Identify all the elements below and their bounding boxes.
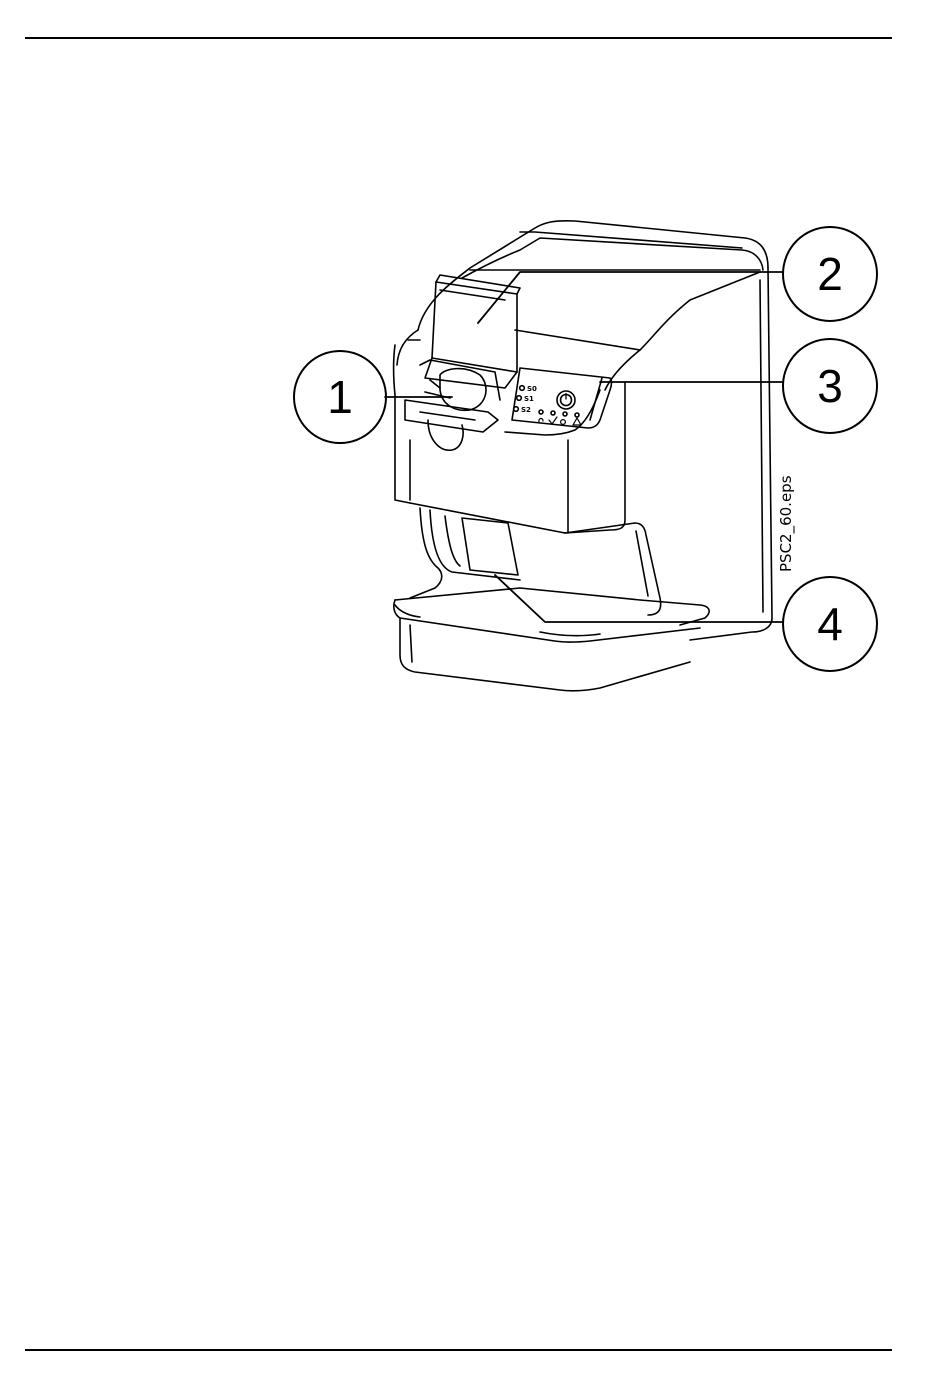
leader-line-4 [495,575,782,622]
mode-label-s2: S2 [521,406,531,414]
leader-line-2 [478,272,782,323]
callout-number-3: 3 [817,360,843,412]
mode-label-s1: S1 [524,395,534,403]
callout-number-1: 1 [327,371,353,423]
callout-number-4: 4 [817,598,843,650]
mode-label-s0: S0 [527,385,537,393]
leader-lines [385,272,782,622]
file-label: PSC2_60.eps [777,475,796,572]
plate-slot [405,360,500,450]
callout-number-2: 2 [817,248,843,300]
